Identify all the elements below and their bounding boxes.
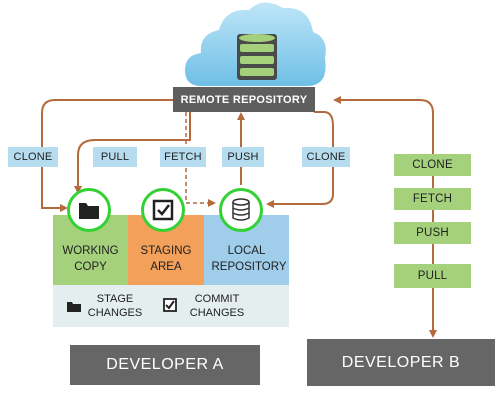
clone-left-label: CLONE bbox=[8, 147, 58, 167]
staging-area-circle bbox=[141, 188, 185, 232]
local-repository-area: LOCAL REPOSITORY bbox=[204, 215, 289, 285]
developer-b-pull: PULL bbox=[394, 264, 471, 288]
clone-right-label: CLONE bbox=[302, 147, 350, 167]
remote-repository-text: REMOTE REPOSITORY bbox=[180, 93, 308, 106]
local-repository-circle bbox=[219, 188, 263, 232]
fetch-label: FETCH bbox=[160, 147, 206, 167]
developer-b-push: PUSH bbox=[394, 222, 471, 244]
working-copy-area: WORKING COPY bbox=[53, 215, 128, 285]
push-label: PUSH bbox=[222, 147, 264, 167]
folder-icon bbox=[79, 203, 99, 219]
fetch-arrow bbox=[185, 112, 216, 207]
working-copy-circle bbox=[67, 188, 111, 232]
checkbox-icon bbox=[163, 298, 177, 312]
database-icon bbox=[232, 198, 250, 221]
pull-label: PULL bbox=[93, 147, 137, 167]
stage-changes-label: STAGE CHANGES bbox=[87, 293, 143, 319]
remote-repository-label: REMOTE REPOSITORY bbox=[173, 87, 315, 112]
checkbox-icon bbox=[152, 199, 174, 221]
developer-b-link bbox=[333, 96, 434, 331]
developer-b-clone: CLONE bbox=[394, 154, 471, 176]
database-icon bbox=[237, 34, 277, 80]
commit-changes-label: COMMIT CHANGES bbox=[189, 293, 245, 319]
cloud-icon bbox=[185, 2, 326, 86]
clone-left-arrow bbox=[41, 99, 173, 212]
developer-b-box: DEVELOPER B bbox=[307, 339, 495, 386]
developer-a-box: DEVELOPER A bbox=[70, 345, 260, 385]
pull-arrow bbox=[74, 112, 191, 194]
folder-icon bbox=[67, 302, 81, 312]
developer-b-fetch: FETCH bbox=[394, 188, 471, 210]
